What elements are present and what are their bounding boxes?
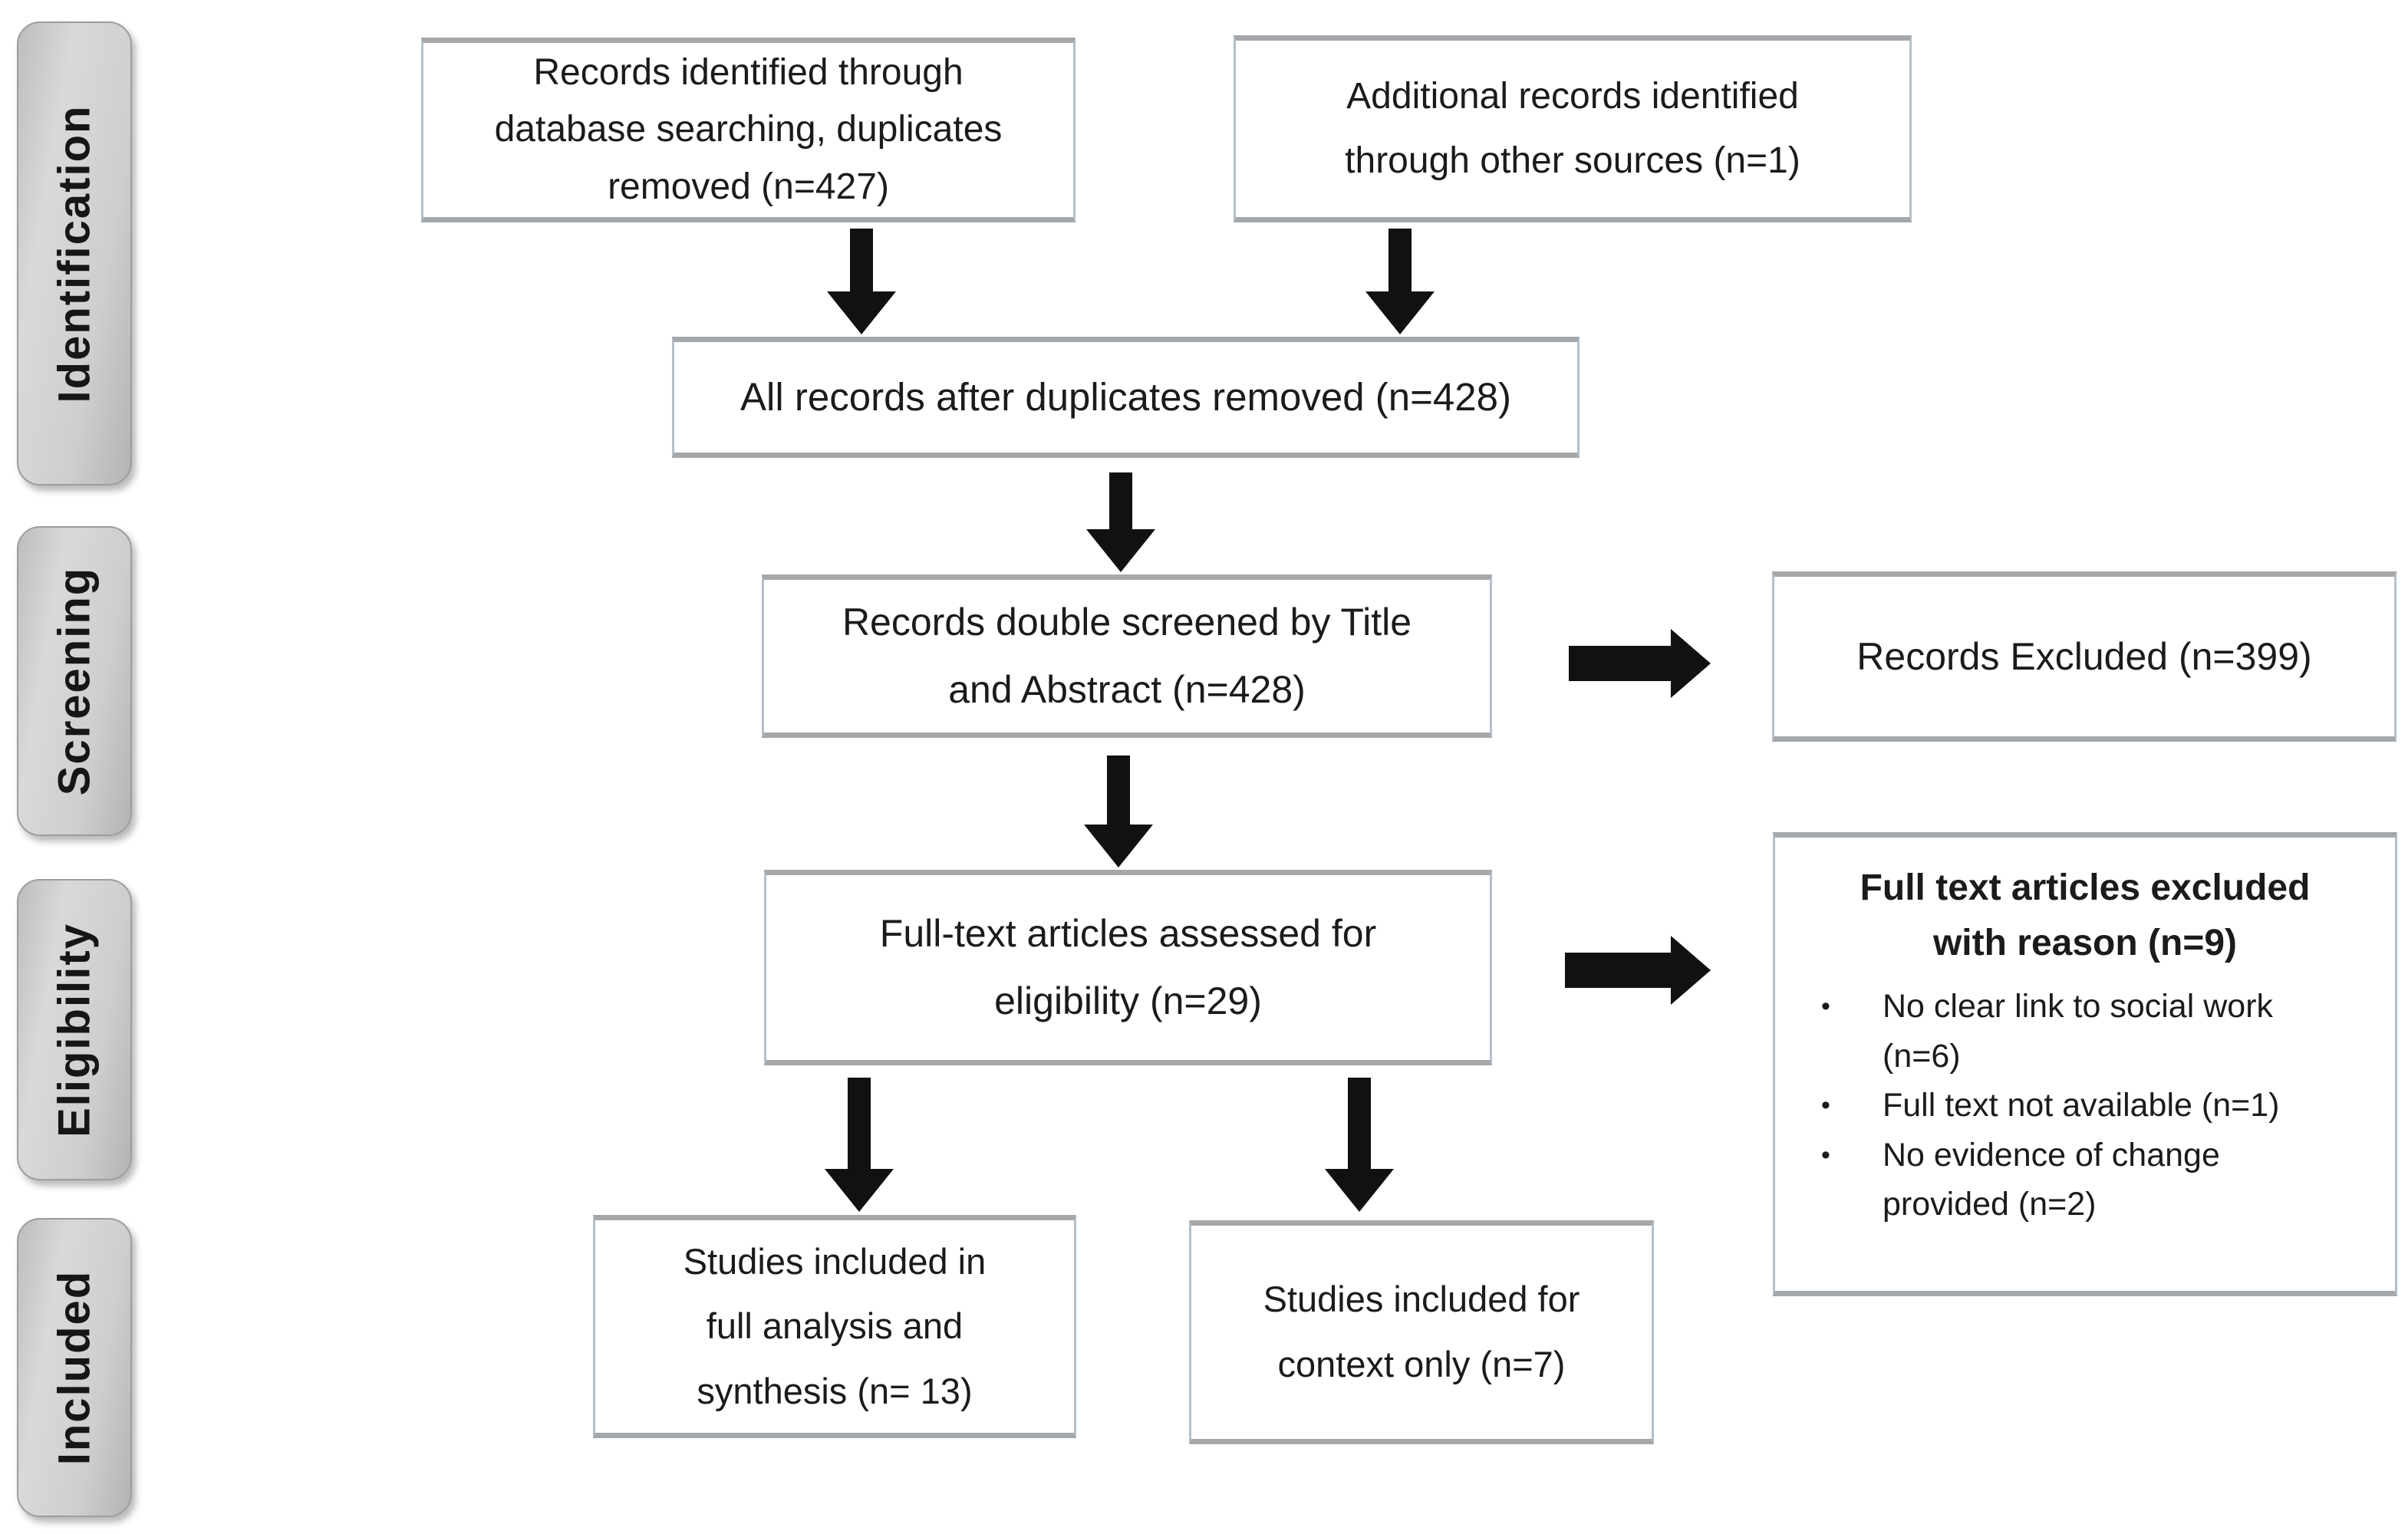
box-additional-records-text: Additional records identified through ot… (1345, 76, 1800, 181)
reason-text: No evidence of change provided (n=2) (1883, 1136, 2220, 1223)
arrow-head (1671, 936, 1711, 1005)
box-fulltext-excluded: Full text articles excluded with reason … (1773, 832, 2397, 1296)
stage-label-eligibility: Eligibility (49, 922, 100, 1137)
stage-label-identification: Identification (49, 104, 100, 403)
arrow-down-icon (827, 229, 896, 334)
arrow-head (1365, 291, 1435, 334)
arrow-head (1086, 529, 1155, 572)
reason-item: • Full text not available (n=1) (1798, 1081, 2327, 1131)
arrow-down-icon (1084, 755, 1153, 867)
box-studies-included-analysis-text: Studies included in full analysis and sy… (683, 1240, 987, 1411)
box-studies-included-analysis: Studies included in full analysis and sy… (593, 1215, 1076, 1438)
arrow-stem (1388, 229, 1412, 291)
reason-item: • No evidence of change provided (n=2) (1798, 1131, 2327, 1230)
reason-item: • No clear link to social work (n=6) (1798, 982, 2327, 1081)
arrow-down-icon (825, 1078, 894, 1212)
stage-tab-eligibility: Eligibility (17, 879, 132, 1180)
box-records-excluded-text: Records Excluded (n=399) (1856, 634, 2312, 678)
stage-label-included: Included (49, 1269, 100, 1466)
box-records-excluded: Records Excluded (n=399) (1772, 571, 2396, 742)
box-records-identified-text: Records identified through database sear… (494, 51, 1003, 207)
arrow-head (825, 1169, 894, 1212)
box-records-double-screened-text: Records double screened by Title and Abs… (842, 601, 1412, 711)
arrow-head (1325, 1169, 1394, 1212)
box-all-records-after-duplicates: All records after duplicates removed (n=… (672, 337, 1580, 458)
stage-tab-identification: Identification (17, 21, 132, 486)
box-fulltext-excluded-title: Full text articles excluded with reason … (1860, 867, 2311, 963)
bullet-icon: • (1821, 1091, 1830, 1120)
box-additional-records: Additional records identified through ot… (1234, 35, 1912, 222)
reason-text: Full text not available (n=1) (1883, 1087, 2280, 1124)
arrow-head (1671, 629, 1711, 698)
arrow-down-icon (1325, 1078, 1394, 1212)
box-studies-included-context-text: Studies included for context only (n=7) (1263, 1279, 1580, 1384)
arrow-right-icon (1569, 629, 1711, 698)
box-records-identified: Records identified through database sear… (421, 38, 1076, 222)
bullet-icon: • (1821, 992, 1830, 1021)
arrow-stem (1569, 646, 1671, 681)
arrow-right-icon (1565, 936, 1711, 1005)
arrow-stem (848, 1078, 871, 1169)
stage-tab-included: Included (17, 1218, 132, 1517)
arrow-head (827, 291, 896, 334)
box-all-records-text: All records after duplicates removed (n=… (740, 374, 1511, 419)
arrow-stem (1109, 472, 1132, 529)
box-studies-included-context: Studies included for context only (n=7) (1189, 1220, 1654, 1444)
box-fulltext-assessed-text: Full-text articles assessed for eligibil… (879, 912, 1377, 1022)
arrow-stem (1565, 953, 1671, 988)
fulltext-excluded-reason-list: • No clear link to social work (n=6) • F… (1798, 982, 2372, 1230)
arrow-down-icon (1086, 472, 1155, 572)
stage-tab-screening: Screening (17, 526, 132, 836)
bullet-icon: • (1821, 1140, 1830, 1170)
arrow-stem (850, 229, 873, 291)
box-records-double-screened: Records double screened by Title and Abs… (762, 574, 1492, 738)
box-fulltext-assessed: Full-text articles assessed for eligibil… (764, 870, 1492, 1065)
arrow-head (1084, 825, 1153, 867)
stage-label-screening: Screening (49, 566, 100, 796)
arrow-down-icon (1365, 229, 1435, 334)
arrow-stem (1348, 1078, 1371, 1169)
arrow-stem (1107, 755, 1130, 825)
reason-text: No clear link to social work (n=6) (1883, 988, 2274, 1075)
